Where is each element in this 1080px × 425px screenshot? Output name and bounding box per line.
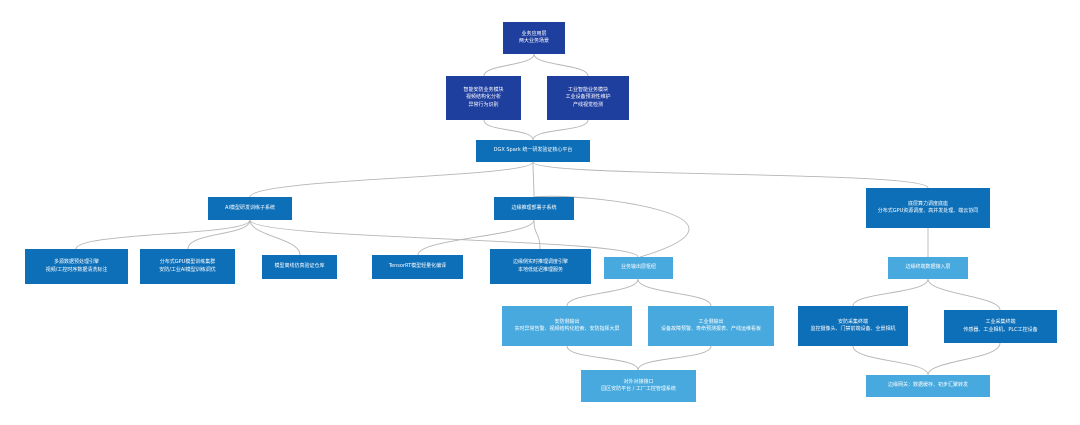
connector-line: [533, 195, 690, 258]
connector-line: [417, 219, 535, 256]
node-industrial-output: 工业侧输出 设备故障预警、寿命预测报表、产线运维看板: [648, 306, 774, 346]
node-industrial-ai-module: 工业智能业务模块 工业设备预测性维护 产线视觉检测: [547, 76, 629, 120]
connector-line: [249, 219, 639, 258]
node-external-api: 对外对接接口 园区安防平台 / 工厂工控管理系统: [581, 370, 696, 402]
connector-line: [187, 219, 251, 250]
connector-line: [533, 53, 589, 77]
node-offline-simulation-repo: 模型离线仿真验证仓库: [262, 255, 337, 279]
connector-line: [927, 342, 1001, 376]
connector-line: [637, 278, 712, 307]
connector-line: [852, 278, 929, 307]
node-security-terminal: 安防采集终端 监控摄像头、门禁前端设备、全景相机: [798, 306, 908, 346]
connector-line: [483, 119, 534, 141]
node-dgx-platform: DGX Spark 统一研发验证核心平台: [476, 140, 590, 162]
node-business-output-hub: 业务输出层枢纽: [604, 257, 673, 279]
connector-line: [249, 161, 534, 198]
connector-line: [637, 345, 712, 371]
connector-line: [483, 53, 535, 77]
node-business-app-layer: 业务应用层 两大业务场景: [503, 22, 565, 54]
connector-line: [533, 219, 541, 250]
node-distributed-gpu-cluster: 分布式GPU模型训练集群 安防/工业AI模型训练调优: [140, 249, 235, 284]
node-edge-scheduling-engine: 边缘侧实时推理调度引擎 本地低延迟推理服务: [490, 249, 591, 284]
connector-line: [532, 161, 929, 189]
connector-line: [532, 119, 589, 141]
node-security-output: 安防侧输出 实时异常告警、视频结构化检索、安防指挥大屏: [502, 306, 632, 346]
node-edge-data-access: 边缘终端数据接入层: [888, 257, 968, 279]
connector-line: [75, 219, 251, 250]
connector-line: [532, 161, 535, 198]
connector-line: [566, 345, 639, 371]
node-edge-inference-subsystem: 边缘推理部署子系统: [494, 197, 574, 220]
node-industrial-terminal: 工业采集终端 传感器、工业相机、PLC工控设备: [944, 310, 1057, 343]
node-edge-gateway: 边缘网关：数据缓存、初步汇聚转发: [866, 375, 990, 397]
connector-line: [566, 278, 639, 307]
node-compute-scheduling-base: 底层算力调度底座 分布式GPU资源调度、高并发处理、端云协同: [866, 188, 990, 228]
node-ai-training-subsystem: AI模型研发训练子系统: [208, 197, 292, 220]
node-multisource-preprocessing: 多源数据预处理引擎 视频/工控时序数据清洗标注: [25, 249, 128, 284]
connector-line: [852, 345, 929, 376]
node-smart-security-module: 智能安防业务模块 视频结构化分析 异常行为识别: [446, 76, 521, 120]
node-tensorrt-compile: TensorRT模型轻量化编译: [372, 255, 463, 279]
connector-line: [249, 219, 301, 256]
connector-line: [927, 278, 1001, 311]
